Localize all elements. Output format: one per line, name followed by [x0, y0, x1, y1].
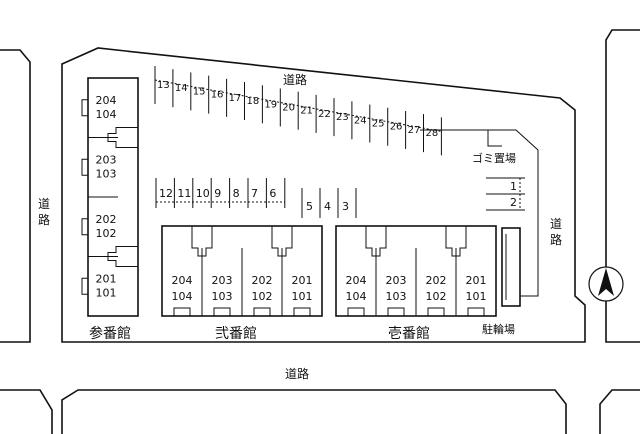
building-ichi: 204 104 203 103 202 102 201 101	[335, 225, 497, 317]
parking-space-label: 23	[336, 112, 349, 123]
parking-space-label: 21	[300, 106, 313, 117]
balcony	[81, 218, 89, 236]
balcony	[293, 307, 311, 317]
north-arrow-icon	[588, 266, 624, 302]
parking-space-label: 27	[408, 125, 421, 136]
unit-number-lower: 101	[292, 290, 313, 303]
parking-space-label: 24	[354, 115, 367, 126]
unit-number-upper: 203	[386, 274, 407, 287]
parking-space-label: 26	[390, 122, 403, 133]
bicycle-shed	[501, 227, 521, 307]
unit-number-upper: 204	[346, 274, 367, 287]
unit-number-lower: 102	[252, 290, 273, 303]
building-name-san: 参番館	[89, 325, 131, 342]
building-name-ichi: 壱番館	[388, 325, 430, 342]
unit-number-upper: 202	[252, 274, 273, 287]
balcony	[213, 307, 231, 317]
parking-space-label: 12	[159, 187, 173, 200]
unit-number-upper: 201	[466, 274, 487, 287]
parking-space-label: 11	[177, 187, 191, 200]
balcony	[387, 307, 405, 317]
road-label-right-2: 路	[550, 232, 562, 247]
balcony	[173, 307, 191, 317]
bike-slot-label: 2	[510, 196, 517, 209]
parking-space-label: 9	[214, 187, 221, 200]
parking-space-label: 16	[211, 90, 224, 101]
building-ni: 204 104 203 103 202 102 201 101	[161, 225, 323, 317]
unit-number-lower: 103	[212, 290, 233, 303]
parking-space-label: 10	[196, 187, 210, 200]
unit-number-upper: 204	[172, 274, 193, 287]
upper-parking-row: 13 14 15 16 17 18 19 20 21 22 23 24 25 26 27 28	[154, 66, 442, 156]
unit-number-lower: 102	[426, 290, 447, 303]
parking-space-label: 14	[175, 83, 188, 94]
parking-space-label: 13	[157, 80, 170, 91]
balcony	[347, 307, 365, 317]
stair-core	[445, 226, 467, 257]
parking-space-label: 15	[193, 86, 206, 97]
parking-space-label: 8	[233, 187, 240, 200]
unit-number-lower: 104	[172, 290, 193, 303]
road-label-top: 道路	[283, 72, 307, 87]
unit-number-upper: 202	[426, 274, 447, 287]
stair-core	[107, 127, 138, 148]
road-edges	[0, 29, 640, 434]
balcony	[253, 307, 271, 317]
unit-number-lower: 101	[96, 286, 117, 299]
unit-number-upper: 201	[96, 272, 117, 285]
unit-number-lower: 102	[96, 227, 117, 240]
stair-core	[271, 226, 293, 257]
parking-space-label: 5	[306, 200, 313, 213]
parking-space-label: 20	[282, 102, 295, 113]
parking-space-label: 22	[318, 109, 331, 120]
stair-core	[107, 246, 138, 267]
road-label-left: 道 路	[38, 197, 50, 227]
road-label-bottom: 道路	[285, 366, 309, 381]
lot-boundary	[420, 129, 539, 297]
road-label-left-1: 道	[38, 197, 50, 211]
parking-space-label: 7	[251, 187, 258, 200]
parking-space-label: 17	[229, 93, 242, 104]
unit-number-lower: 101	[466, 290, 487, 303]
parking-space-label: 28	[426, 128, 439, 139]
bicycle-parking-label: 駐輪場	[482, 322, 515, 336]
road-label-right-1: 道	[550, 217, 562, 231]
unit-number-upper: 201	[292, 274, 313, 287]
balcony	[81, 99, 89, 117]
stair-core	[365, 226, 387, 257]
garbage-area-label: ゴミ置場	[472, 151, 516, 165]
balcony	[427, 307, 445, 317]
unit-number-upper: 203	[96, 153, 117, 166]
parking-space-label: 19	[264, 99, 277, 110]
balcony	[81, 158, 89, 176]
road-label-left-2: 路	[38, 212, 50, 227]
unit-number-lower: 103	[386, 290, 407, 303]
bike-slots: 1 2	[486, 177, 525, 211]
parking-space-label: 25	[372, 119, 385, 130]
parking-space-label: 4	[324, 200, 331, 213]
unit-number-upper: 204	[96, 94, 117, 107]
parking-guide	[154, 79, 442, 132]
parking-space-label: 18	[247, 96, 260, 107]
stair-core	[191, 226, 213, 257]
bike-slot-label: 1	[510, 180, 517, 193]
unit-number-lower: 104	[346, 290, 367, 303]
building-name-ni: 弐番館	[215, 325, 257, 342]
balcony	[81, 277, 89, 295]
road-label-right: 道 路	[550, 217, 562, 247]
parking-space-label: 6	[269, 187, 276, 200]
unit-number-upper: 203	[212, 274, 233, 287]
unit-number-upper: 202	[96, 213, 117, 226]
unit-number-lower: 104	[96, 108, 117, 121]
unit-number-lower: 103	[96, 167, 117, 180]
parking-space-label: 3	[342, 200, 349, 213]
balcony	[467, 307, 485, 317]
